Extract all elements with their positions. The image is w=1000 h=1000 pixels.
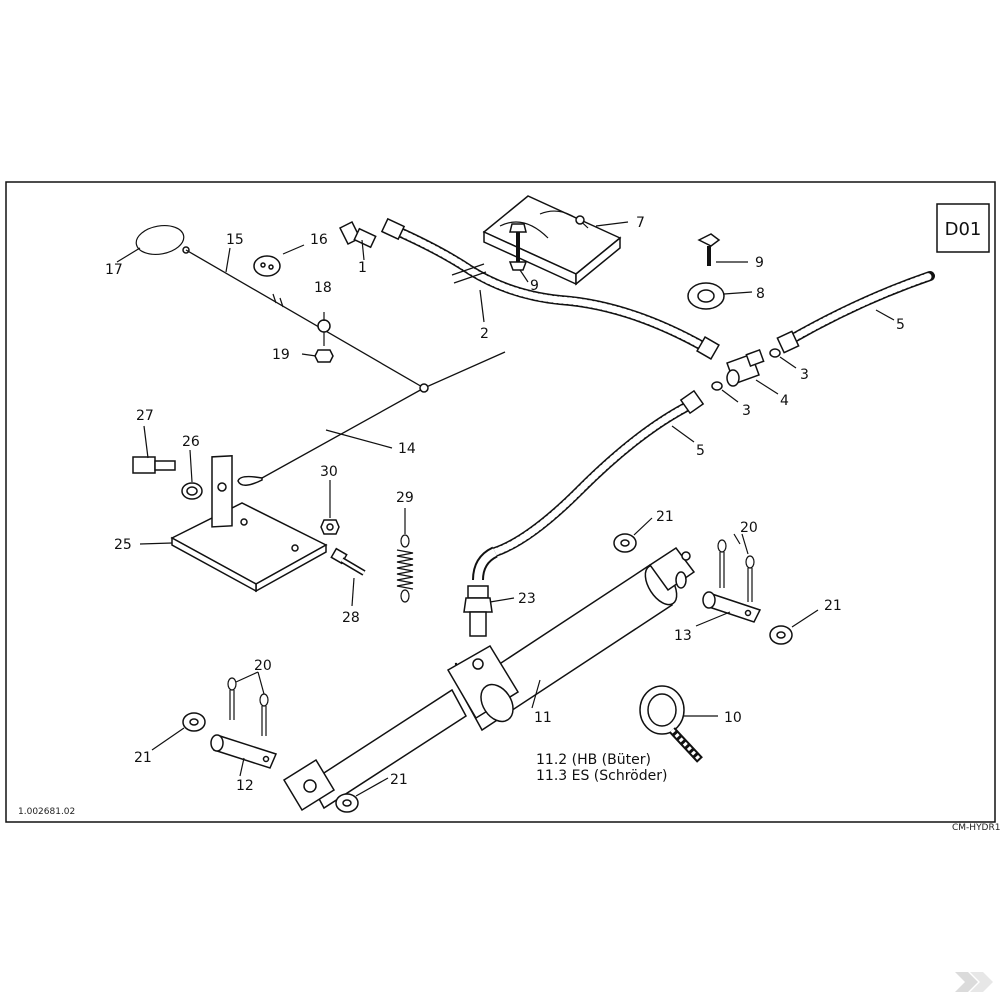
callout-11: 11	[534, 710, 552, 726]
callout-26: 26	[182, 434, 200, 450]
callout-12: 12	[236, 778, 254, 794]
callout-21-top: 21	[656, 509, 674, 525]
callout-30: 30	[320, 464, 338, 480]
callout-2: 2	[480, 326, 489, 342]
part-10-cable-tie	[639, 685, 703, 763]
callout-3-lower: 3	[742, 403, 751, 419]
reference-code: CM-HYDR1	[952, 823, 1000, 833]
part-4-tee-fitting	[726, 349, 765, 387]
callout-13: 13	[674, 628, 692, 644]
part-12-pin	[210, 734, 278, 769]
part-11-hydraulic-cylinder	[282, 546, 696, 812]
part-3-washer-lower	[711, 381, 723, 391]
sheet-code: D01	[945, 219, 982, 240]
callout-28: 28	[342, 610, 360, 626]
callout-19: 19	[272, 347, 290, 363]
callout-15: 15	[226, 232, 244, 248]
part-1-fitting	[338, 220, 377, 249]
callout-14: 14	[398, 441, 416, 457]
part-9-screw-right	[697, 233, 721, 266]
part-15-wire	[185, 249, 425, 389]
callout-27: 27	[136, 408, 154, 424]
part-30-nut	[320, 519, 340, 535]
callout-8: 8	[756, 286, 765, 302]
part-29-spring	[396, 534, 414, 603]
part-28-bolt	[330, 547, 366, 576]
callout-23: 23	[518, 591, 536, 607]
part-17-wire-loop	[135, 224, 190, 256]
part-20-cotter-pins-right	[717, 539, 755, 602]
corner-logo	[955, 972, 993, 992]
variant-note-11-3: 11.3 ES (Schröder)	[536, 768, 667, 784]
part-25-bracket	[170, 455, 328, 593]
callout-1: 1	[358, 260, 367, 276]
part-14-wire	[261, 351, 506, 479]
callout-21-right: 21	[824, 598, 842, 614]
part-3-washer-upper	[769, 348, 781, 358]
part-19-nut	[314, 349, 334, 363]
part-7-clamp-block	[482, 195, 622, 286]
drawing-border	[5, 181, 996, 823]
callout-17: 17	[105, 262, 123, 278]
part-16-grommet	[253, 255, 281, 277]
callout-4: 4	[780, 393, 789, 409]
callout-5-upper: 5	[896, 317, 905, 333]
callout-29: 29	[396, 490, 414, 506]
part-23-adapter	[463, 585, 493, 637]
part-8-clip	[687, 282, 725, 310]
sheet-code-box: D01	[936, 203, 990, 253]
callout-20-left: 20	[254, 658, 272, 674]
callout-10: 10	[724, 710, 742, 726]
callout-25: 25	[114, 537, 132, 553]
part-13-pin	[702, 591, 762, 623]
callout-18: 18	[314, 280, 332, 296]
part-26-bushing	[181, 482, 203, 500]
part-9-screw-upper	[508, 223, 528, 271]
part-27-bolt	[132, 456, 176, 474]
callout-7: 7	[636, 215, 645, 231]
callout-21-left: 21	[134, 750, 152, 766]
variant-note-11-2: 11.2 (HB (Büter)	[536, 752, 651, 768]
drawing-number: 1.002681.02	[18, 807, 75, 817]
callout-labels: 17 15 16 18 19 1 2 7 9 9 8 5 3 4 3 5 14 …	[105, 215, 905, 794]
callout-9-upper: 9	[530, 278, 539, 294]
callout-20-right: 20	[740, 520, 758, 536]
callout-9-right: 9	[755, 255, 764, 271]
callout-21-bottom: 21	[390, 772, 408, 788]
callout-16: 16	[310, 232, 328, 248]
part-20-cotter-pins-left	[227, 677, 269, 736]
leader-lines	[116, 221, 895, 797]
callout-3-upper: 3	[800, 367, 809, 383]
callout-5-lower: 5	[696, 443, 705, 459]
